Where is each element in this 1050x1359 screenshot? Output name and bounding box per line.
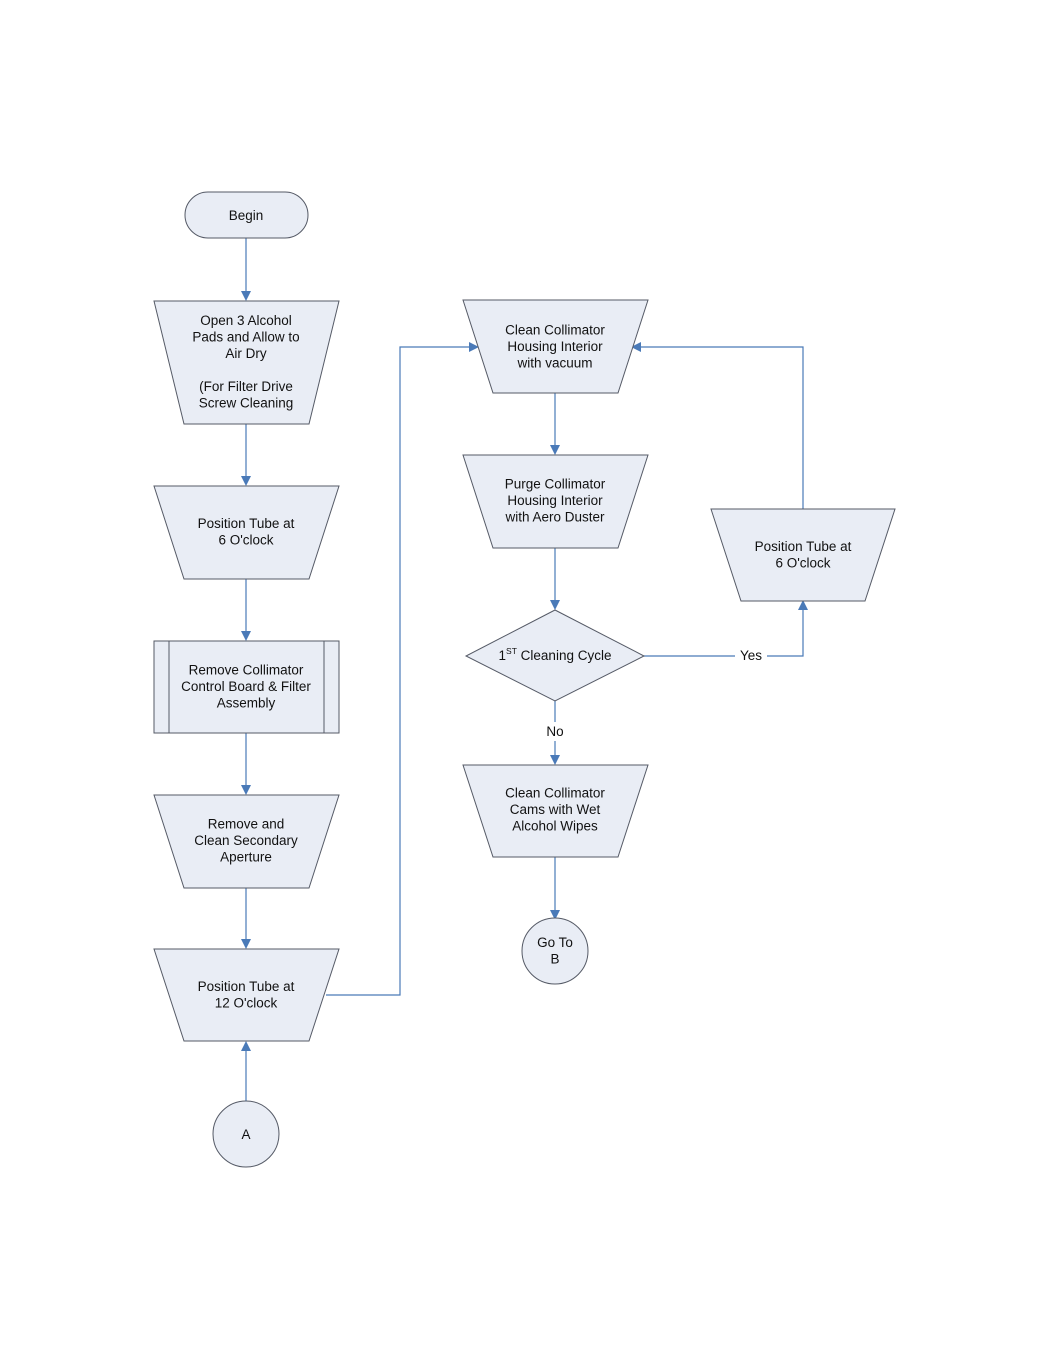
label-line: with vacuum xyxy=(516,356,592,371)
label-line: Housing Interior xyxy=(507,493,603,508)
arrowhead xyxy=(241,631,251,641)
arrowhead xyxy=(241,476,251,486)
label-line: 6 O'clock xyxy=(775,555,830,570)
label-line: Screw Cleaning xyxy=(199,395,294,410)
label-line: Pads and Allow to xyxy=(192,329,299,344)
terminator-shape xyxy=(184,191,309,239)
label-line: 6 O'clock xyxy=(218,532,273,547)
label-line: A xyxy=(241,1127,250,1142)
manual-operation-shape xyxy=(153,485,340,580)
node-begin-text: Begin xyxy=(229,208,264,223)
decision-suffix: Cleaning Cycle xyxy=(517,648,612,663)
label-line: with Aero Duster xyxy=(504,510,605,525)
label-line: Assembly xyxy=(217,696,276,711)
manual-operation-shape xyxy=(153,300,340,425)
edge-position-6-right-to-clean-vacuum xyxy=(640,346,804,509)
no-label-bg xyxy=(541,722,569,741)
node-connector-a-text: A xyxy=(241,1127,250,1142)
manual-operation-shape xyxy=(462,764,649,858)
no-label: No xyxy=(546,724,563,739)
node-connector-a: A xyxy=(212,1100,280,1168)
arrowhead xyxy=(550,445,560,455)
decision-prefix: 1 xyxy=(499,648,507,663)
manual-operation-shape xyxy=(153,794,340,889)
arrowhead xyxy=(241,785,251,795)
arrowhead xyxy=(631,342,641,352)
predefined-process-shape xyxy=(153,640,340,734)
yes-label-bg xyxy=(735,646,767,665)
label-line: Begin xyxy=(229,208,264,223)
manual-operation-shape xyxy=(710,508,896,602)
node-decision-text: 1ST Cleaning Cycle xyxy=(499,646,612,663)
arrowhead xyxy=(550,910,560,920)
arrowhead xyxy=(241,1041,251,1051)
label-line: Clean Secondary xyxy=(194,833,298,848)
label-line: Position Tube at xyxy=(198,516,295,531)
label-line: Remove and xyxy=(208,817,285,832)
label-line: Position Tube at xyxy=(198,979,295,994)
connector-shape xyxy=(521,917,589,985)
label-line: Clean Collimator xyxy=(505,786,605,801)
manual-operation-shape xyxy=(462,299,649,394)
label-line: Cams with Wet xyxy=(510,802,601,817)
manual-operation-shape xyxy=(153,948,340,1042)
label-line: B xyxy=(550,951,559,966)
arrowhead xyxy=(241,291,251,301)
arrowhead xyxy=(550,600,560,610)
manual-operation-shape xyxy=(462,454,649,549)
label-line: Position Tube at xyxy=(755,539,852,554)
connector-shape xyxy=(212,1100,280,1168)
label-line: 12 O'clock xyxy=(215,995,278,1010)
label-line: Purge Collimator xyxy=(505,477,606,492)
arrowhead xyxy=(241,939,251,949)
label-line: Aperture xyxy=(220,850,272,865)
label-line: Go To xyxy=(537,935,573,950)
arrowhead xyxy=(550,755,560,765)
label-line: Air Dry xyxy=(225,346,266,361)
arrowhead xyxy=(798,600,808,610)
connectors: Yes No xyxy=(241,238,808,1101)
node-decision: 1ST Cleaning Cycle xyxy=(464,609,646,702)
label-line: Open 3 Alcohol xyxy=(200,313,292,328)
decision-shape xyxy=(464,609,646,702)
edge-position-12-to-clean-vacuum xyxy=(326,346,470,996)
arrowhead xyxy=(469,342,479,352)
edge-decision-yes-to-position-6-right xyxy=(644,609,804,657)
label-line: (For Filter Drive xyxy=(199,379,293,394)
label-line: Alcohol Wipes xyxy=(512,819,598,834)
label-line: Control Board & Filter xyxy=(181,679,311,694)
node-begin: Begin xyxy=(184,191,309,239)
label-line: Housing Interior xyxy=(507,339,603,354)
label-line: Remove Collimator xyxy=(189,663,304,678)
label-line: Clean Collimator xyxy=(505,323,605,338)
yes-label: Yes xyxy=(740,648,762,663)
decision-superscript: ST xyxy=(506,646,517,656)
